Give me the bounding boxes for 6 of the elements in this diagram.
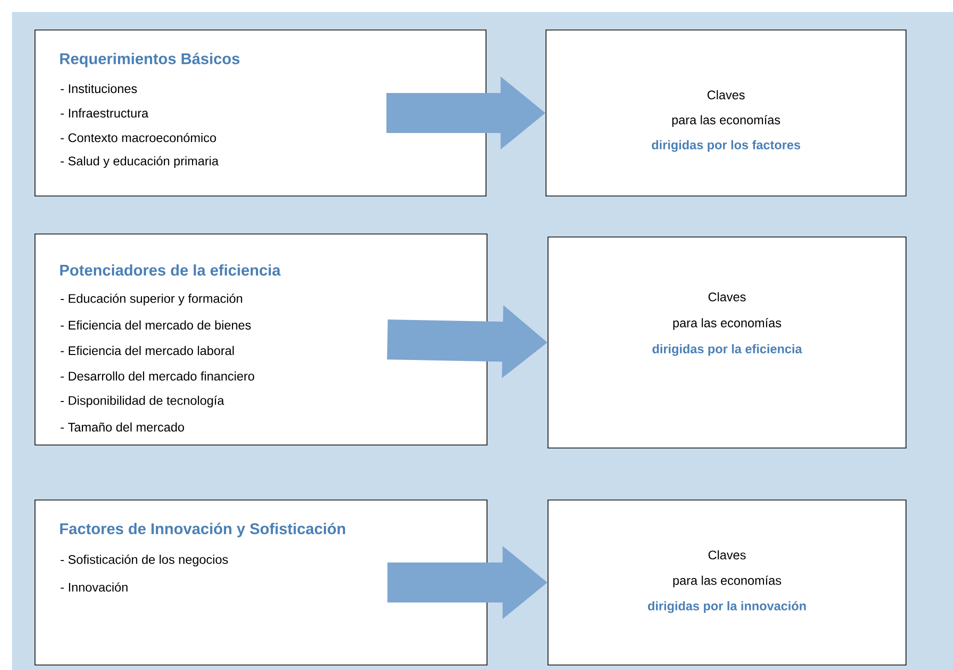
result-box: Claves para las economías dirigidas por la innovación [548, 500, 906, 666]
factor-list-box: Factores de Innovación y Sofisticación - Sofisticación de los negocios - Innovación [34, 500, 488, 666]
factor-list-box: Requerimientos Básicos - Instituciones - Infraestructura - Contexto macroeconómico - Salud y educación primaria [34, 30, 486, 196]
result-box: Claves para las economías dirigidas por los factores [546, 30, 906, 196]
result-box: Claves para las economías dirigidas por la eficiencia [548, 236, 906, 448]
factor-list-box: Potenciadores de la eficiencia - Educación superior y formación - Eficiencia del mercado de bienes - Eficiencia del mercado laboral - Desarrollo del mercado financiero - Disponibilidad de tecnología - Tamaño del mercado [34, 234, 488, 446]
